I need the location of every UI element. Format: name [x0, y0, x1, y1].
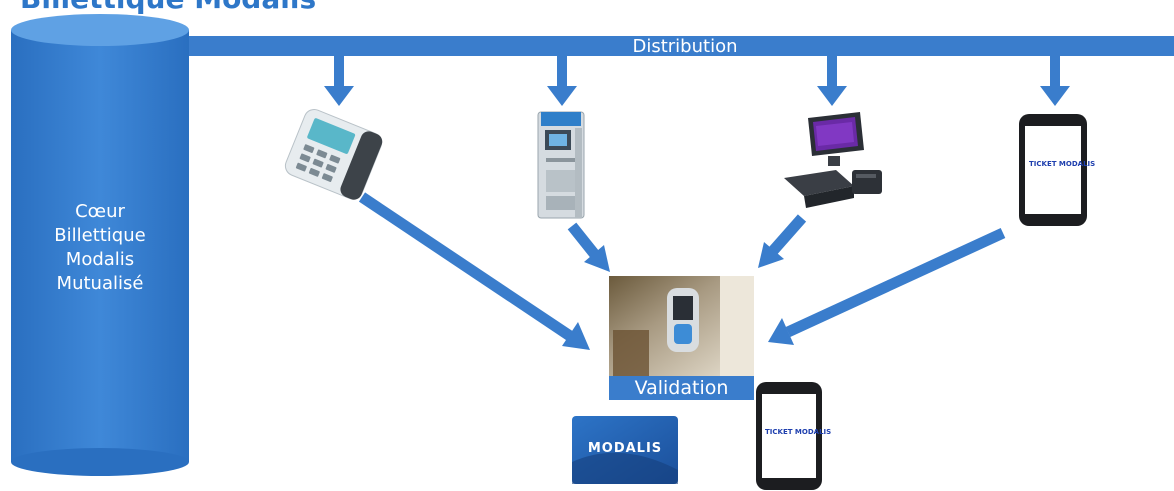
phone-screen-text: TICKET MODALIS	[1029, 160, 1096, 168]
validator-photo	[609, 276, 754, 400]
drop-arrow	[817, 56, 847, 106]
pos-station-icon	[784, 112, 882, 208]
core-line: Modalis	[65, 249, 135, 270]
card-logo-text: MODALIS	[587, 441, 663, 456]
core-label: Cœur Billettique Modalis Mutualisé	[16, 200, 184, 296]
drop-arrow	[547, 56, 577, 106]
drop-arrow	[324, 56, 354, 106]
smartphone-icon	[756, 382, 822, 490]
modalis-card-icon	[572, 416, 678, 484]
distribution-bar	[100, 36, 1174, 56]
phone-screen-text: TICKET MODALIS	[765, 428, 832, 436]
ticket-vending-machine-icon	[537, 111, 585, 219]
core-line: Mutualisé	[56, 273, 144, 294]
page-title: Billettique Modalis	[20, 0, 316, 15]
core-database-cylinder	[11, 14, 189, 476]
core-line: Billettique	[54, 225, 146, 246]
arrow-terminal-to-validation	[358, 192, 590, 350]
core-line: Cœur	[75, 201, 125, 222]
arrow-kiosk-to-validation	[567, 222, 610, 272]
smartphone-icon	[1019, 114, 1087, 226]
payment-terminal-icon	[284, 108, 383, 200]
arrow-phone-to-validation	[768, 228, 1006, 345]
validation-label: Validation	[634, 377, 729, 399]
arrow-pos-to-validation	[758, 214, 807, 268]
drop-arrow	[1040, 56, 1070, 106]
distribution-label: Distribution	[632, 36, 738, 57]
